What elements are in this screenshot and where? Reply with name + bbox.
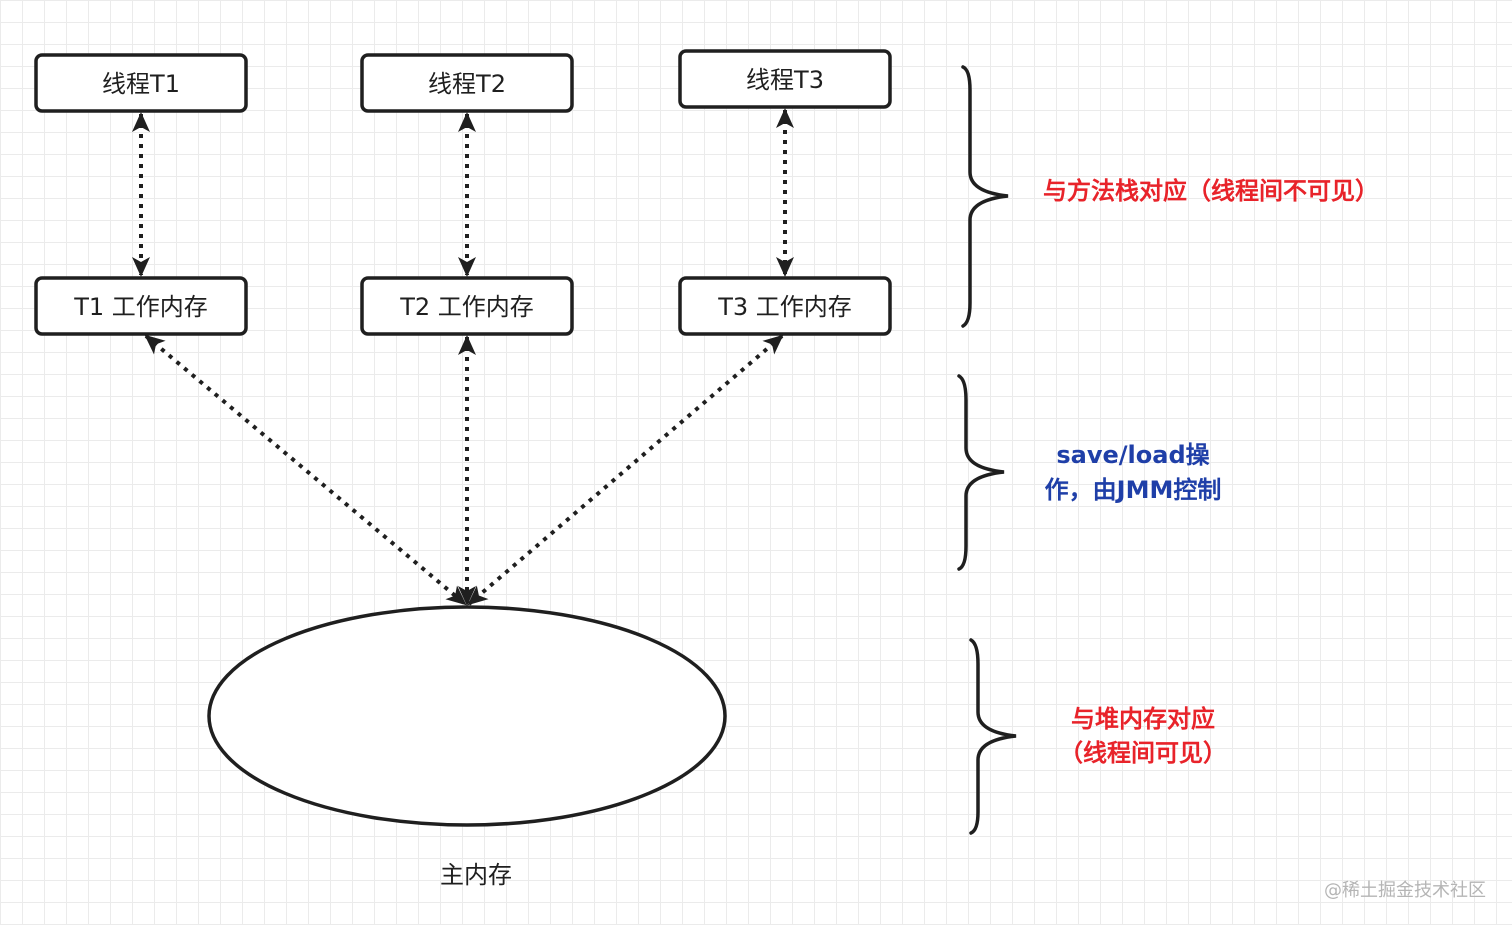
thread-box-t3[interactable]: 线程T3 [678,49,892,109]
brace-heap [969,638,1017,835]
working-memory-box-t2[interactable]: T2 工作内存 [360,276,574,336]
thread-t2-label: 线程T2 [428,70,506,98]
annotation-save-load-line2: 作，由JMM控制 [1045,476,1222,504]
main-memory-ellipse[interactable] [207,605,727,827]
working-memory-box-t1[interactable]: T1 工作内存 [34,276,248,336]
watermark: @稀土掘金技术社区 [1324,880,1486,901]
annotation-save-load-line1: save/load操 [1056,441,1209,469]
thread-t3-label: 线程T3 [746,66,824,94]
main-memory-label: 主内存 [440,861,512,889]
annotation-method-stack: 与方法栈对应（线程间不可见） [1043,177,1379,205]
arrow-t3-working-main [467,334,784,606]
thread-t1-label: 线程T1 [102,70,180,98]
brace-method-stack [961,65,1009,328]
arrow-t1-working-main [144,334,467,606]
working-memory-t1-label: T1 工作内存 [73,293,208,321]
annotation-heap-line1: 与堆内存对应 [1071,705,1215,733]
working-memory-t3-label: T3 工作内存 [717,293,852,321]
thread-box-t1[interactable]: 线程T1 [34,53,248,113]
working-memory-t2-label: T2 工作内存 [399,293,534,321]
brace-save-load [957,374,1005,571]
thread-box-t2[interactable]: 线程T2 [360,53,574,113]
working-memory-box-t3[interactable]: T3 工作内存 [678,276,892,336]
annotation-heap-line2: （线程间可见） [1059,739,1227,767]
